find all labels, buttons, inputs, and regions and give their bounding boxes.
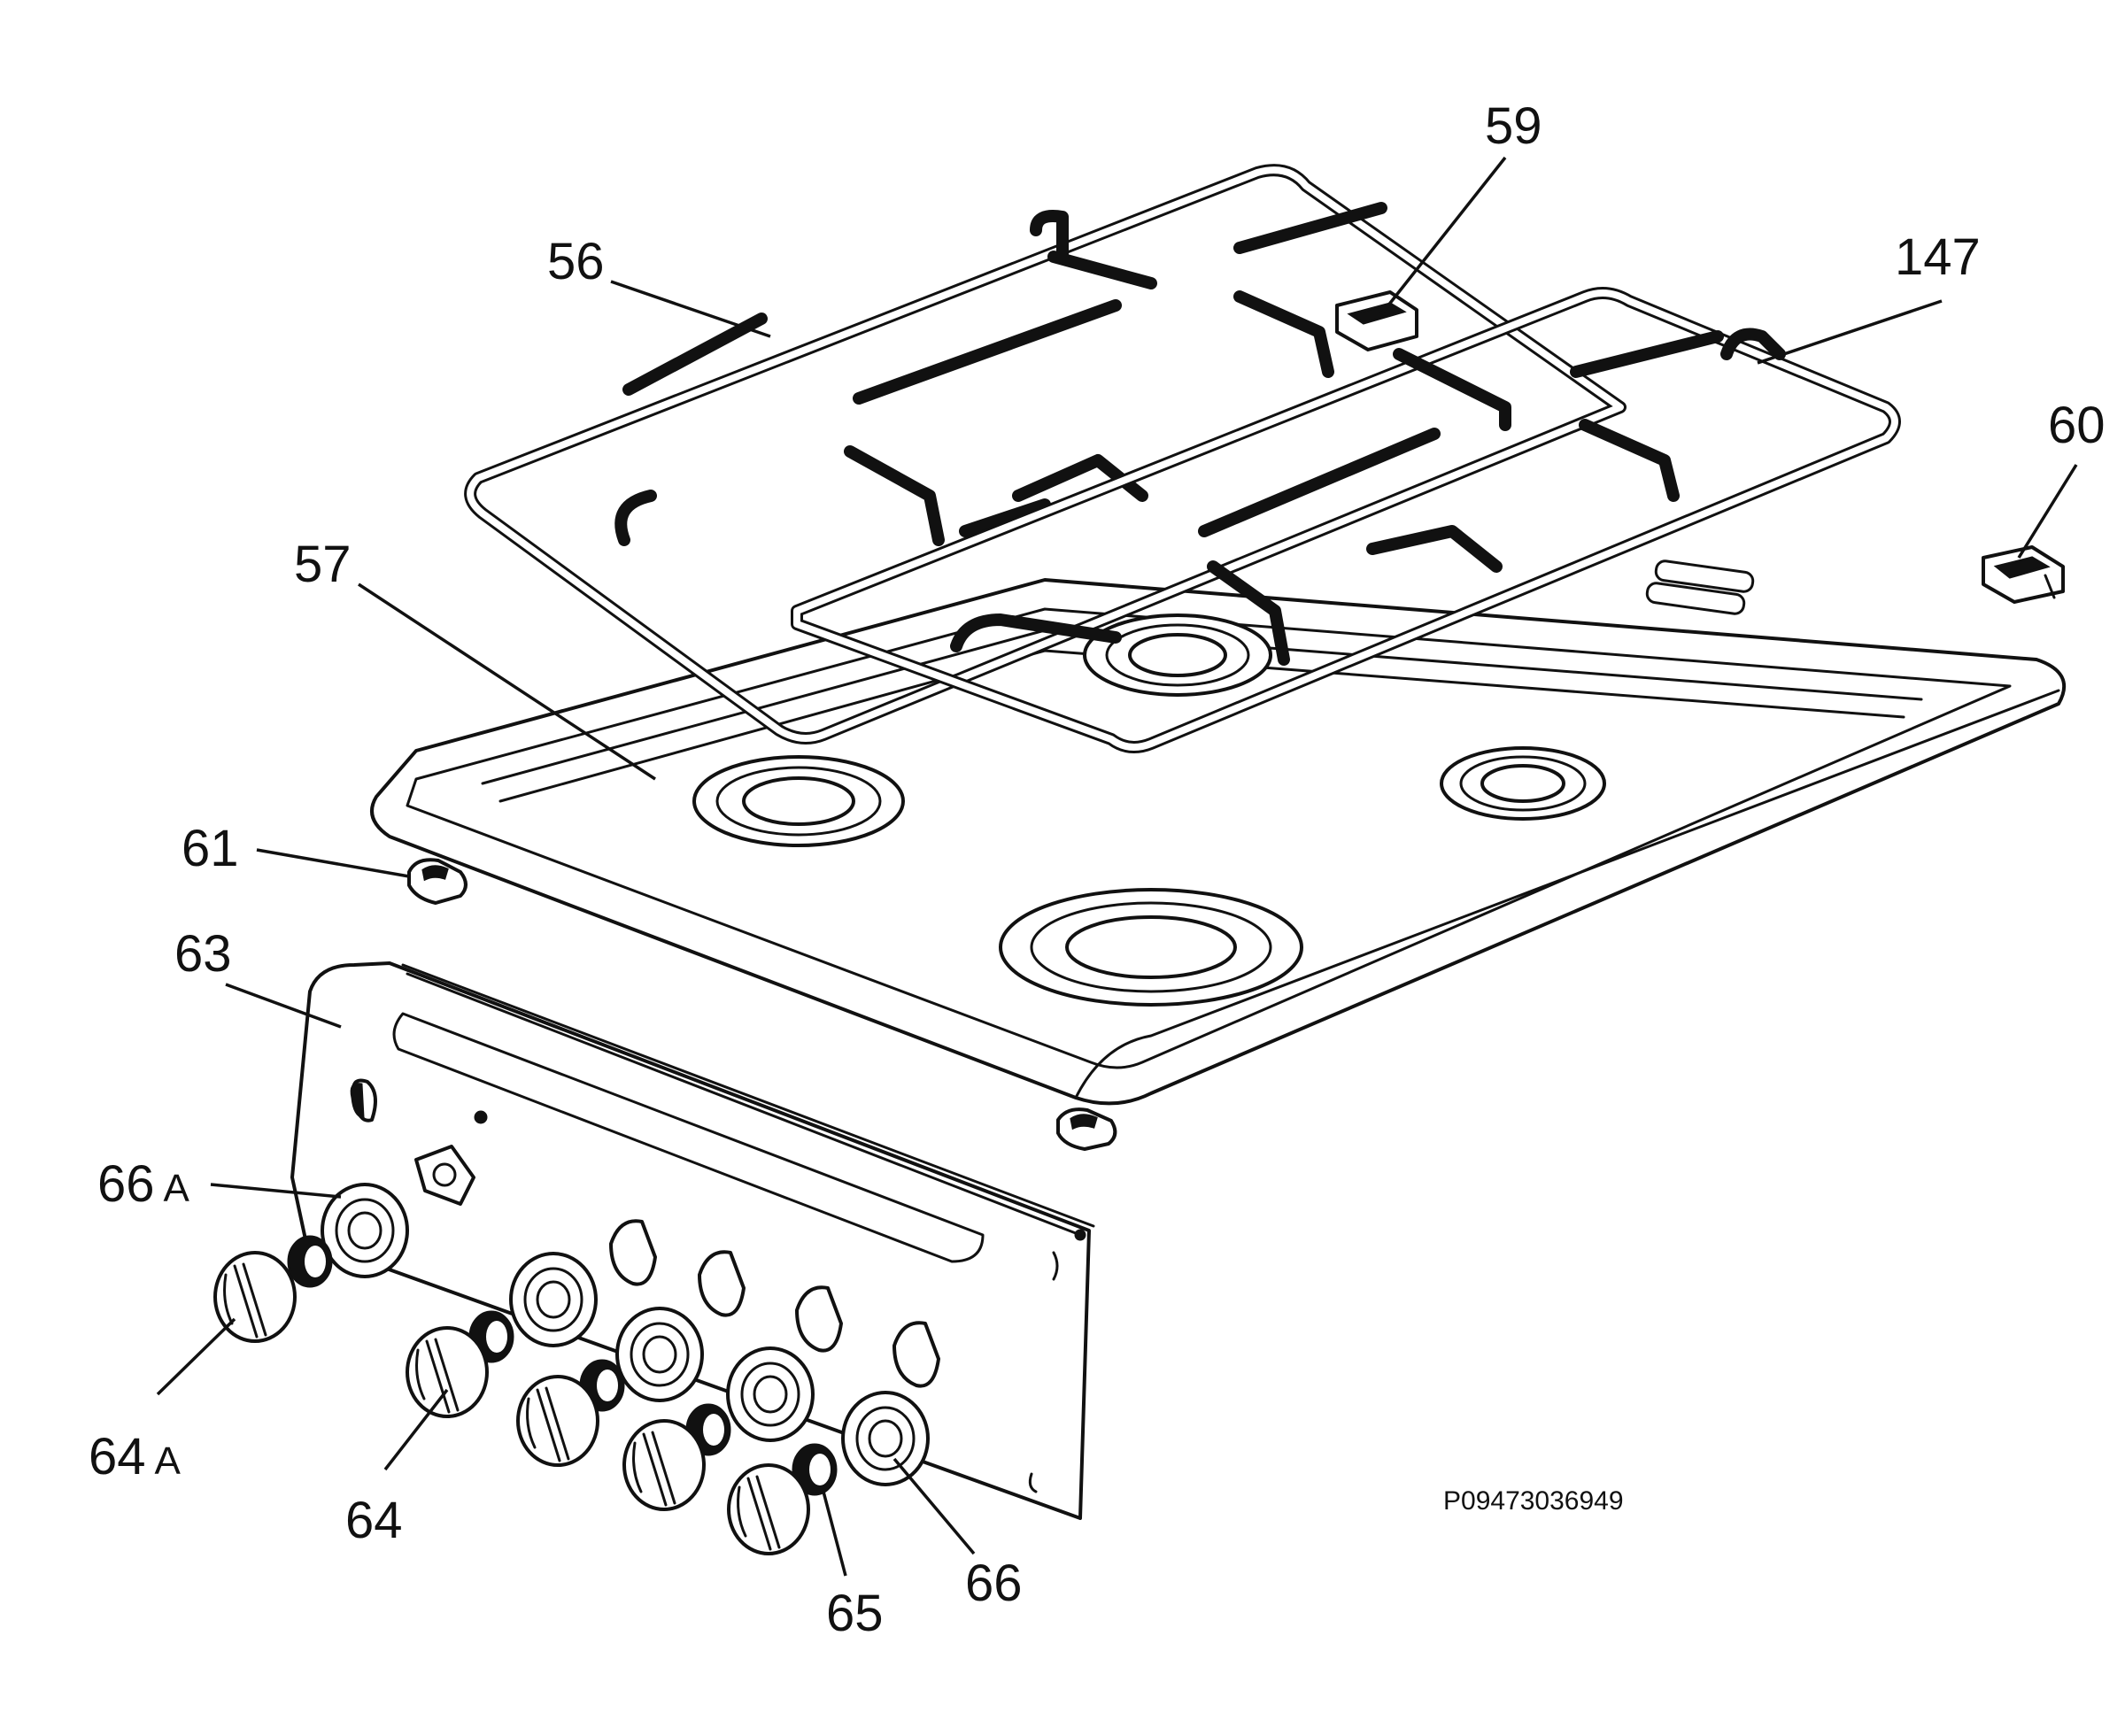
knobs [213, 1251, 810, 1555]
control-panel [290, 961, 1095, 1520]
knob-64a [213, 1251, 297, 1343]
callout-64a-number: 64 [89, 1428, 146, 1485]
callout-64: 64 [345, 1492, 403, 1549]
callout-56: 56 [547, 233, 605, 290]
bezel-2 [615, 1307, 704, 1402]
leader-lines [156, 156, 2078, 1577]
drawing-code: P09473036949 [1443, 1486, 1624, 1516]
callout-65: 65 [826, 1585, 884, 1642]
burner-right [1440, 746, 1606, 821]
knob-64 [406, 1326, 489, 1418]
bezel-66 [841, 1391, 930, 1486]
pan-support-right [791, 287, 1901, 753]
bezels [321, 1183, 930, 1486]
clip-59 [1335, 290, 1418, 351]
clip-60 [1982, 545, 2065, 604]
callout-60: 60 [2048, 397, 2106, 454]
hob-top [370, 559, 2067, 1106]
callout-64a: 64 A [89, 1428, 182, 1485]
callout-61: 61 [182, 820, 239, 877]
bezel-1 [509, 1252, 598, 1347]
callout-66a-suffix: A [164, 1167, 190, 1210]
buffer-61 [407, 858, 468, 905]
burner-back-left [1083, 613, 1272, 697]
callout-66a-number: 66 [97, 1155, 155, 1213]
knob-3 [622, 1419, 706, 1511]
callout-66: 66 [965, 1555, 1023, 1612]
burner-front-left [692, 755, 905, 847]
bezel-66a [321, 1183, 409, 1278]
callout-66a: 66 A [97, 1155, 190, 1213]
pan-support-left [464, 164, 1627, 745]
knob-4 [727, 1463, 810, 1555]
callout-63: 63 [174, 925, 232, 983]
callout-147: 147 [1895, 228, 1981, 286]
callout-57: 57 [294, 536, 352, 593]
knob-2 [516, 1375, 599, 1467]
bezel-3 [726, 1346, 815, 1442]
buffer-61b [1056, 1107, 1117, 1151]
burner-front-centre [999, 888, 1303, 1007]
callout-64a-suffix: A [155, 1439, 182, 1483]
callout-59: 59 [1485, 97, 1542, 155]
